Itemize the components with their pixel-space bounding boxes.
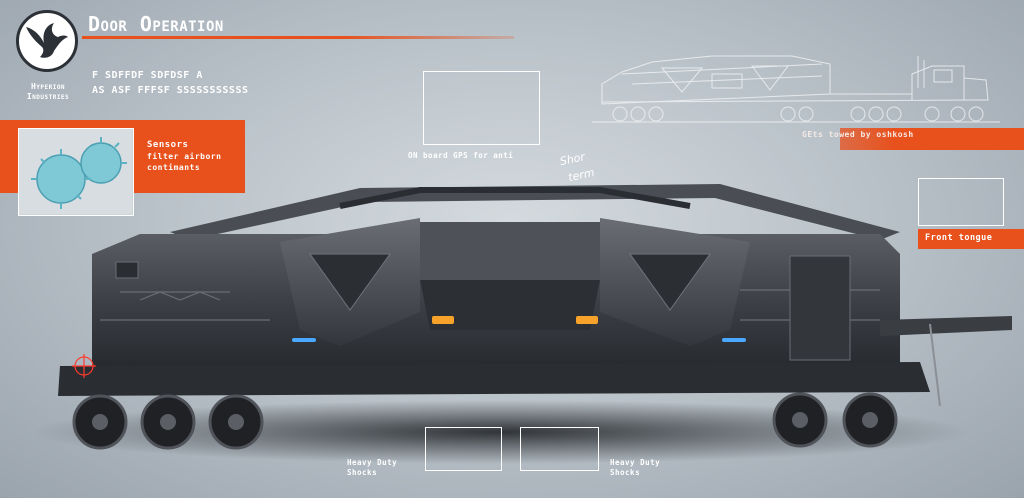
title-underline — [82, 36, 514, 39]
towed-bar — [840, 128, 1024, 150]
shocks-right-label: Heavy Duty Shocks — [610, 458, 660, 478]
target-marker — [72, 354, 96, 378]
sensors-line2: contimants — [147, 163, 201, 172]
sensors-image — [18, 128, 134, 216]
shocks-left-line2: Shocks — [347, 468, 378, 477]
handwritten-note: Shor term — [559, 150, 596, 184]
sensors-title: Sensors — [147, 140, 189, 150]
notes-text: F SDFFDF SDFDSF A AS ASF FFFSF SSSSSSSSS… — [92, 68, 249, 98]
notes-line1: F SDFFDF SDFDSF A — [92, 70, 203, 81]
sensors-line1: filter airborn — [147, 152, 222, 161]
page-title: Door Operation — [88, 12, 224, 36]
gps-placeholder-box — [423, 71, 540, 145]
sensors-caption: Sensors filter airborn contimants — [147, 140, 221, 173]
brand-name-line2: Industries — [26, 92, 70, 101]
handwritten-line1: Shor — [559, 150, 588, 168]
shocks-left-placeholder-box — [425, 427, 502, 471]
front-tongue-placeholder-box — [918, 178, 1004, 226]
shocks-right-placeholder-box — [520, 427, 599, 471]
virus-icon — [19, 129, 132, 214]
brand-name-line1: Hyperion — [30, 82, 66, 91]
gps-label: ON board GPS for anti — [408, 151, 514, 160]
handwritten-line2: term — [567, 166, 595, 184]
shocks-left-label: Heavy Duty Shocks — [347, 458, 397, 478]
towing-sketch — [592, 55, 1000, 123]
shocks-right-line2: Shocks — [610, 468, 641, 477]
notes-line2: AS ASF FFFSF SSSSSSSSSSS — [92, 85, 249, 96]
towed-label: GEts towed by oshkosh — [802, 130, 914, 139]
vehicle-illustration — [30, 184, 1012, 464]
front-tongue-label: Front tongue — [925, 233, 993, 243]
shocks-left-line1: Heavy Duty — [347, 458, 398, 467]
shocks-right-line1: Heavy Duty — [610, 458, 661, 467]
brand-name: Hyperion Industries — [10, 82, 86, 102]
eagle-icon — [26, 23, 68, 58]
front-tongue-bar — [918, 229, 1024, 249]
brand-logo — [16, 10, 78, 72]
